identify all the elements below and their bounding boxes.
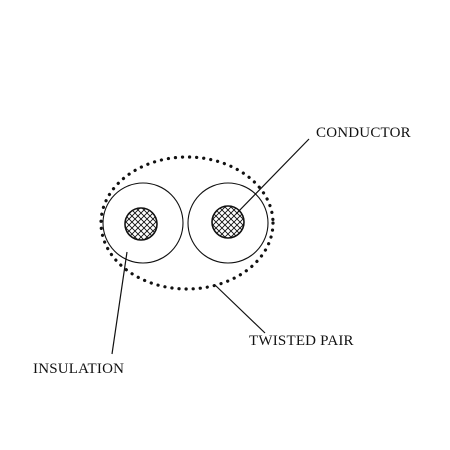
- left-conductor-strands: [124, 207, 158, 241]
- insulation-label: INSULATION: [33, 361, 125, 377]
- conductor-leader-line: [235, 138, 310, 215]
- insulation-leader-line: [111, 251, 128, 355]
- twisted-pair-leader-line: [214, 284, 266, 334]
- conductor-label: CONDUCTOR: [316, 125, 411, 141]
- twisted-pair-label: TWISTED PAIR: [249, 333, 354, 349]
- shield-dotted-ellipse: [99, 155, 275, 291]
